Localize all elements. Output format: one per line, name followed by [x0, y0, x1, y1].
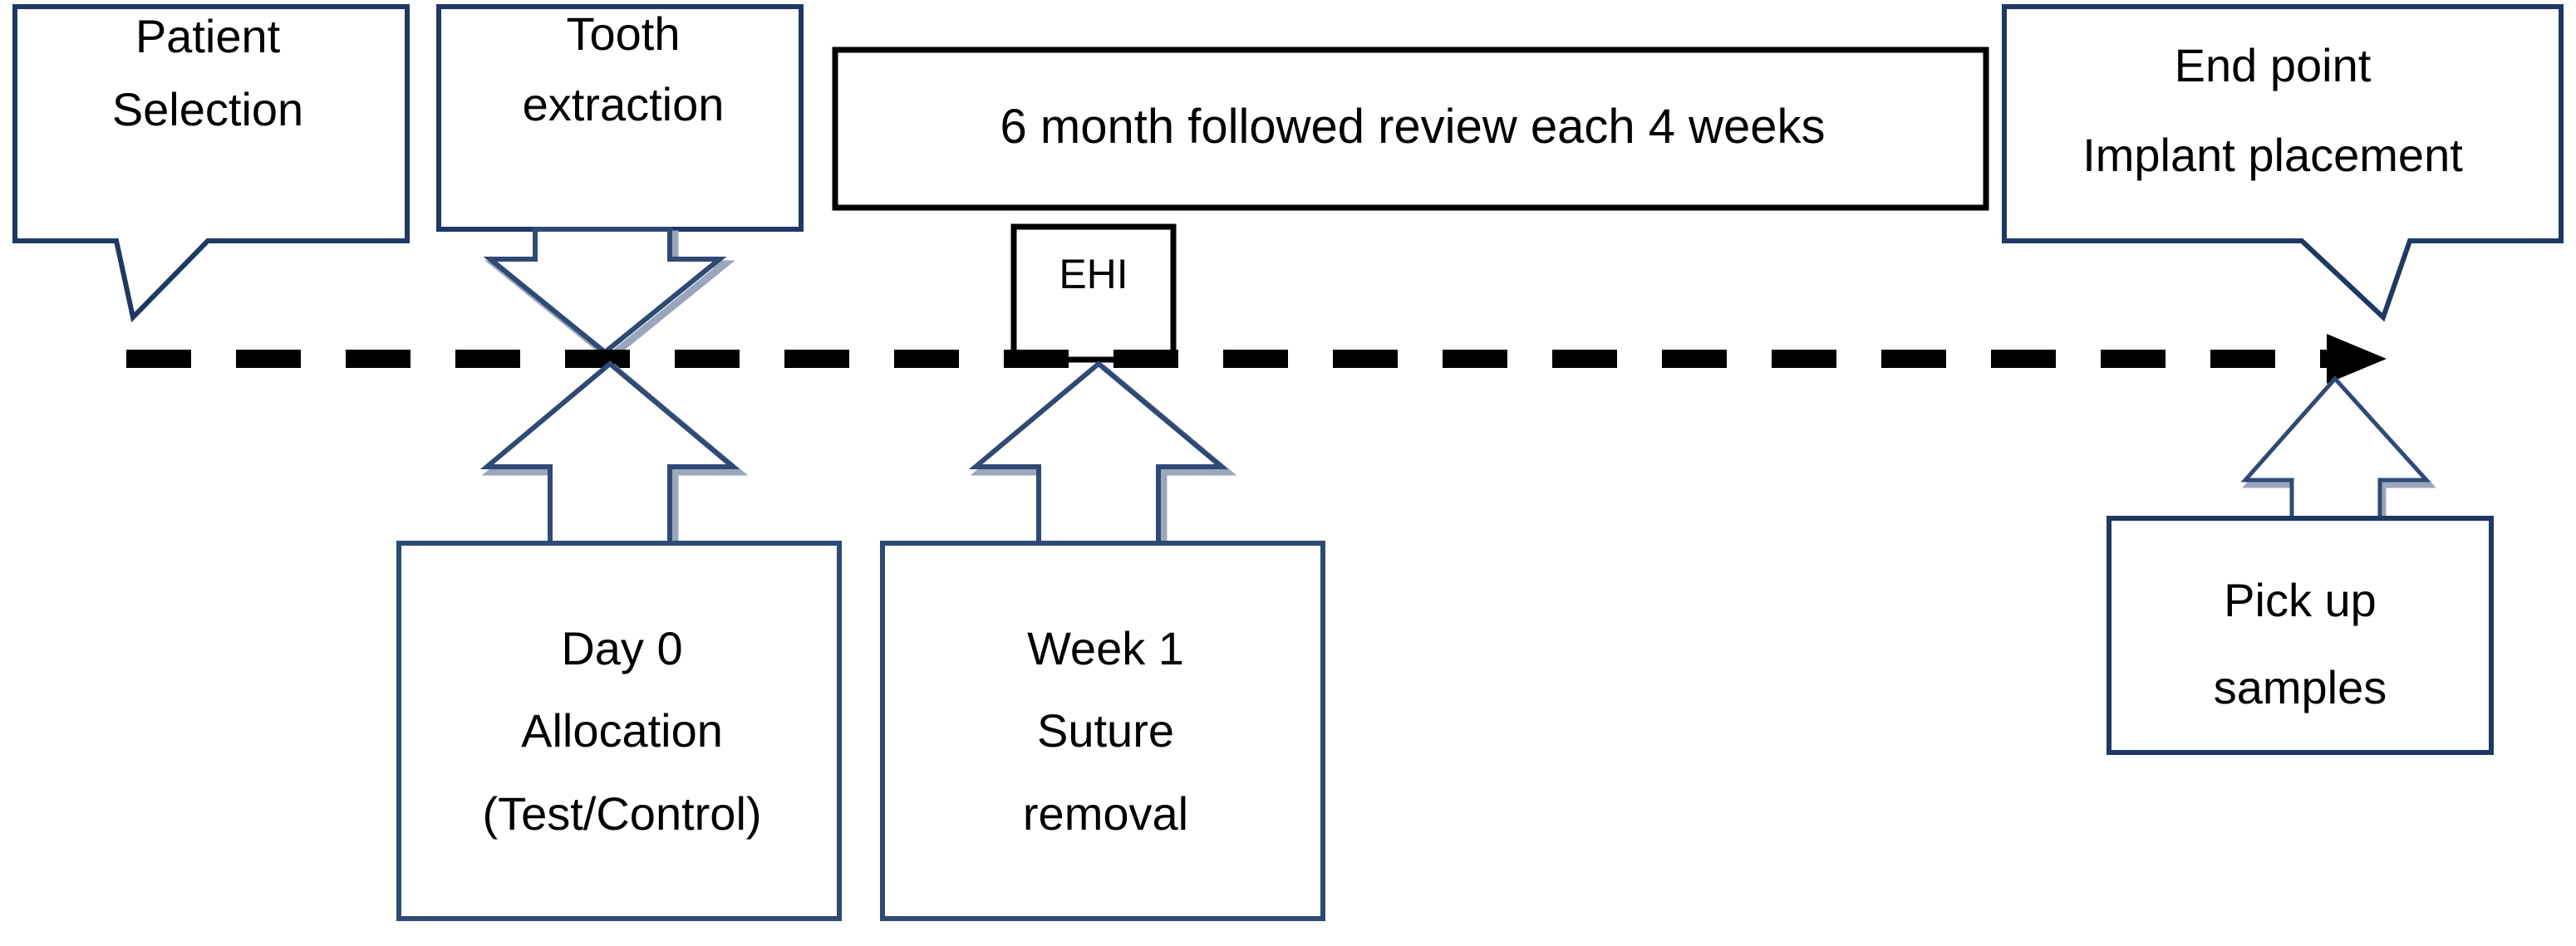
- day-0-up-arrow[interactable]: [479, 360, 740, 546]
- timeline-arrowhead-icon: [2327, 334, 2387, 384]
- end-point-callout-shape[interactable]: [2002, 4, 2564, 322]
- week-1-up-arrow[interactable]: [968, 360, 1229, 546]
- patient-selection-callout-shape[interactable]: [12, 4, 410, 323]
- review-period-box-shape[interactable]: [832, 47, 1989, 211]
- tooth-extraction-down-arrow[interactable]: [483, 227, 727, 355]
- pick-up-samples-box-shape[interactable]: [2107, 516, 2494, 755]
- pick-up-samples-up-arrow[interactable]: [2240, 375, 2431, 521]
- day-0-box-shape[interactable]: [396, 541, 842, 921]
- tooth-extraction-box-shape[interactable]: [436, 4, 804, 232]
- ehi-box-shape[interactable]: [1010, 223, 1177, 363]
- week-1-box-shape[interactable]: [880, 541, 1325, 921]
